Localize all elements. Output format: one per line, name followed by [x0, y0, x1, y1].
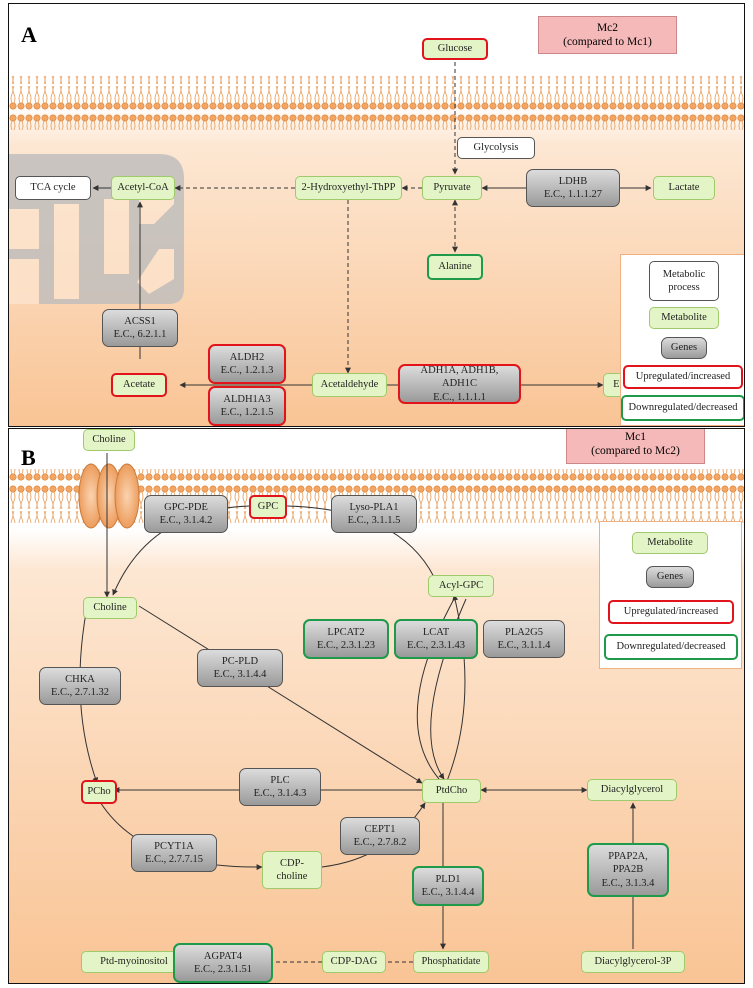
phosphatidate-node: Phosphatidate	[413, 951, 489, 973]
panel-a-title: Mc2 (compared to Mc1)	[538, 16, 677, 54]
pld1-gene: PLD1 E.C., 3.1.4.4	[412, 866, 484, 906]
lyso-pla1-gene: Lyso-PLA1 E.C., 3.1.1.5	[331, 495, 417, 533]
choline-node: Choline	[83, 597, 137, 619]
legend-b-genes-swatch: Genes	[646, 566, 694, 588]
lactate-node: Lactate	[653, 176, 715, 200]
cdp-choline-node: CDP- choline	[262, 851, 322, 889]
diacylglycerol-node: Diacylglycerol	[587, 779, 677, 801]
agpat4-gene: AGPAT4 E.C., 2.3.1.51	[173, 943, 273, 983]
cept1-gene: CEPT1 E.C., 2.7.8.2	[340, 817, 420, 855]
acss1-gene: ACSS1 E.C., 6.2.1.1	[102, 309, 178, 347]
legend-b-metabolite-swatch: Metabolite	[632, 532, 708, 554]
membrane-a	[9, 76, 744, 130]
aldh1a3-gene: ALDH1A3 E.C., 1.2.1.5	[208, 386, 286, 426]
legend-process-swatch: Metabolic process	[649, 261, 719, 301]
pyruvate-node: Pyruvate	[422, 176, 482, 200]
glycolysis-node: Glycolysis	[457, 137, 535, 159]
chka-gene: CHKA E.C., 2.7.1.32	[39, 667, 121, 705]
diacylglycerol-3p-node: Diacylglycerol-3P	[581, 951, 685, 973]
aldh2-gene: ALDH2 E.C., 1.2.1.3	[208, 344, 286, 384]
panel-letter-b: B	[21, 445, 36, 470]
legend-metabolite-swatch: Metabolite	[649, 307, 719, 329]
choline-outside-node: Choline	[83, 429, 135, 451]
ptd-myoinositol-node: Ptd-myoinositol	[81, 951, 187, 973]
legend-up-swatch: Upregulated/increased	[623, 365, 743, 389]
acetaldehyde-node: Acetaldehyde	[312, 373, 387, 397]
legend-b: Metabolite Genes Upregulated/increased D…	[599, 521, 742, 669]
tca-cycle-node: TCA cycle	[15, 176, 91, 200]
pc-pld-gene: PC-PLD E.C., 3.1.4.4	[197, 649, 283, 687]
transporter-icon	[78, 463, 140, 529]
panel-letter-a: A	[21, 22, 37, 47]
lpcat2-gene: LPCAT2 E.C., 2.3.1.23	[303, 619, 389, 659]
pla2g5-gene: PLA2G5 E.C., 3.1.1.4	[483, 620, 565, 658]
ldhb-gene: LDHB E.C., 1.1.1.27	[526, 169, 620, 207]
plc-gene: PLC E.C., 3.1.4.3	[239, 768, 321, 806]
hydroxyethyl-thpp-node: 2-Hydroxyethyl-ThPP	[295, 176, 402, 200]
legend-genes-swatch: Genes	[661, 337, 707, 359]
gpc-pde-gene: GPC-PDE E.C., 3.1.4.2	[144, 495, 228, 533]
panel-b: B Mc1 (compared to Mc2) Choline GPC GPC-…	[8, 428, 745, 984]
adh1-gene: ADH1A, ADH1B, ADH1C E.C., 1.1.1.1	[398, 364, 521, 404]
pcyt1a-gene: PCYT1A E.C., 2.7.7.15	[131, 834, 217, 872]
panel-b-title: Mc1 (compared to Mc2)	[566, 429, 705, 464]
glucose-node: Glucose	[422, 38, 488, 60]
legend-down-swatch: Downregulated/decreased	[621, 395, 744, 421]
panel-a: A Mc2 (compared to Mc1) Glucose Glycolys…	[8, 3, 745, 427]
ppap2a-gene: PPAP2A, PPA2B E.C., 3.1.3.4	[587, 843, 669, 897]
ptdcho-node: PtdCho	[422, 779, 481, 803]
alanine-node: Alanine	[427, 254, 483, 280]
gpc-node: GPC	[249, 495, 287, 519]
acyl-gpc-node: Acyl-GPC	[428, 575, 494, 597]
legend-b-up-swatch: Upregulated/increased	[608, 600, 734, 624]
pcho-node: PCho	[81, 780, 117, 804]
acetyl-coa-node: Acetyl-CoA	[111, 176, 175, 200]
lcat-gene: LCAT E.C., 2.3.1.43	[394, 619, 478, 659]
acetate-node: Acetate	[111, 373, 167, 397]
legend-a: Metabolic process Metabolite Genes Upreg…	[620, 254, 744, 426]
cdp-dag-node: CDP-DAG	[322, 951, 386, 973]
panel-a-graphics	[9, 62, 744, 388]
legend-b-down-swatch: Downregulated/decreased	[604, 634, 738, 660]
